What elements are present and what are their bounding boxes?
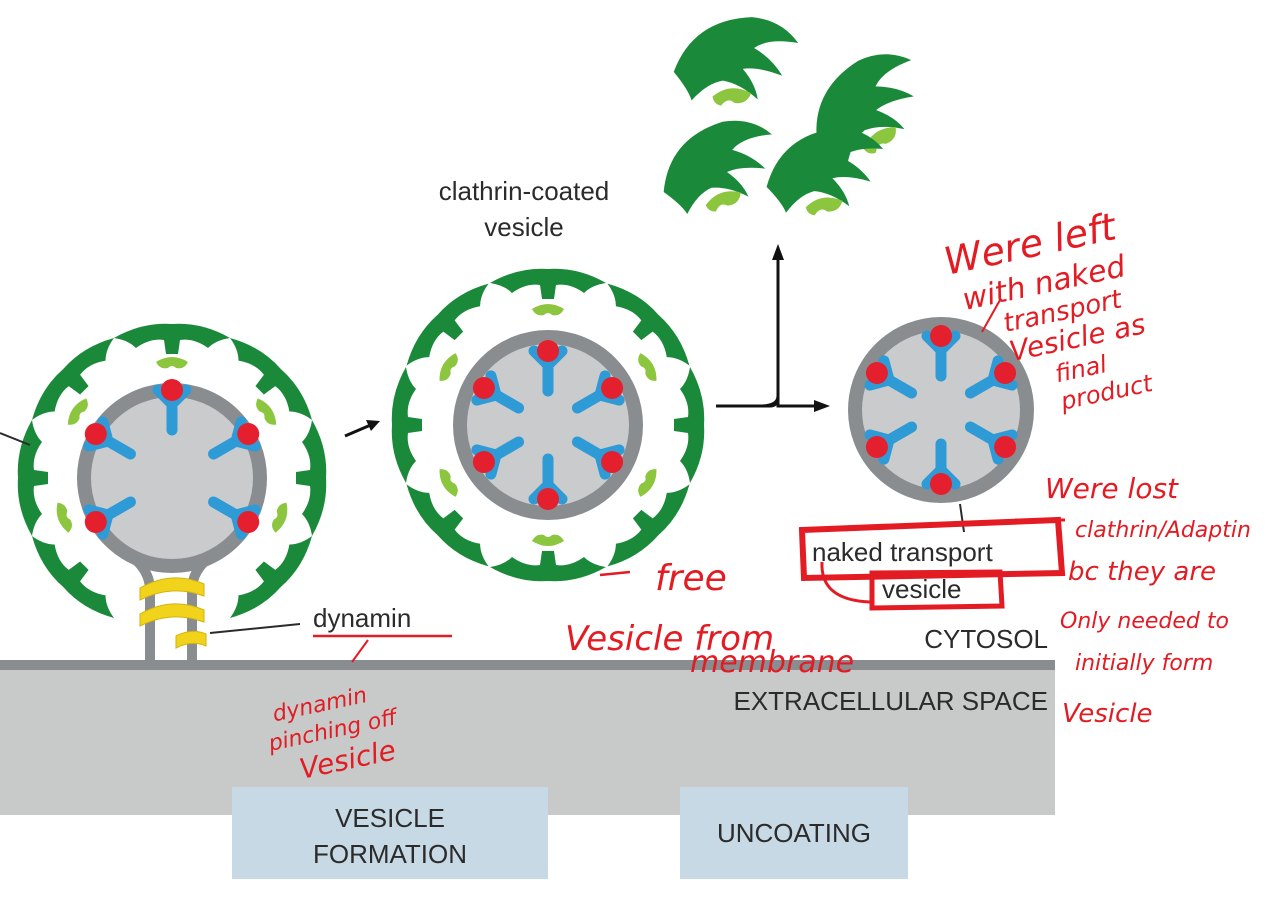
- label-extracellular-space: EXTRACELLULAR SPACE: [733, 686, 1048, 716]
- note-free-line2: Vesicle from: [565, 619, 774, 659]
- arrow-up-head: [772, 244, 784, 260]
- dynamin-pointer: [209, 623, 301, 634]
- note-free-vesicle: free Vesicle from membrane: [565, 558, 854, 680]
- arrow-right-head: [814, 400, 830, 412]
- naked-vesicle-pointer: [959, 503, 965, 533]
- note-lost-line2: clathrin/Adaptin: [1075, 518, 1251, 543]
- note-lost-line1: Were lost: [1045, 472, 1179, 505]
- label-clathrin-coated-vesicle: vesicle: [484, 212, 563, 242]
- label-naked-transport: naked transport: [812, 537, 993, 567]
- free-note-dash: [599, 570, 631, 577]
- coated-vesicle-membrane: [453, 330, 643, 520]
- clathrin-coated-vesicle: [391, 268, 705, 582]
- highlight-box-naked-transport: [798, 516, 1066, 582]
- stage-box-uncoating: [680, 787, 908, 879]
- note-lost-line6: Vesicle: [1062, 699, 1153, 729]
- released-clathrin-coat: [657, 5, 937, 221]
- note-dynamin: dynamin pinching off Vesicle: [265, 683, 401, 786]
- arrow-formation-to-coated: [344, 420, 380, 438]
- label-cytosol: CYTOSOL: [924, 624, 1048, 654]
- note-naked-vesicle: Were left with naked transport Vesicle a…: [940, 204, 1156, 416]
- stage-box-vesicle-formation: [232, 787, 548, 879]
- note-lost-line5: initially form: [1075, 651, 1213, 676]
- note-lost-line4: Only needed to: [1060, 609, 1229, 634]
- note-free-line3: membrane: [690, 645, 854, 680]
- stage-uncoating: UNCOATING: [680, 787, 908, 879]
- dynamin-note-pointer: [351, 639, 369, 663]
- handwritten-annotations: Were left with naked transport Vesicle a…: [265, 204, 1251, 786]
- highlight-loop: [820, 561, 871, 604]
- label-clathrin-coated: clathrin-coated: [439, 176, 610, 206]
- stage-uncoating-label: UNCOATING: [717, 818, 871, 848]
- naked-note-pointer: [981, 299, 1001, 333]
- cut-off-pointer: [0, 432, 31, 446]
- highlight-box-vesicle: [869, 569, 1005, 611]
- dynamin-rings: [139, 577, 207, 649]
- note-lost-coat: Were lost clathrin/Adaptin bc they are O…: [1045, 472, 1251, 729]
- stage-formation-label: FORMATION: [313, 839, 467, 869]
- forming-vesicle: [0, 323, 327, 665]
- note-free-line1: free: [655, 558, 727, 599]
- note-lost-line3: bc they are: [1068, 557, 1216, 587]
- stage-vesicle-label: VESICLE: [335, 803, 445, 833]
- arrow-uncoating: [716, 244, 830, 412]
- stage-vesicle-formation: VESICLE FORMATION: [232, 787, 548, 879]
- label-dynamin: dynamin: [313, 603, 411, 633]
- naked-vesicle-membrane: [848, 317, 1034, 503]
- naked-transport-vesicle: [848, 317, 1034, 533]
